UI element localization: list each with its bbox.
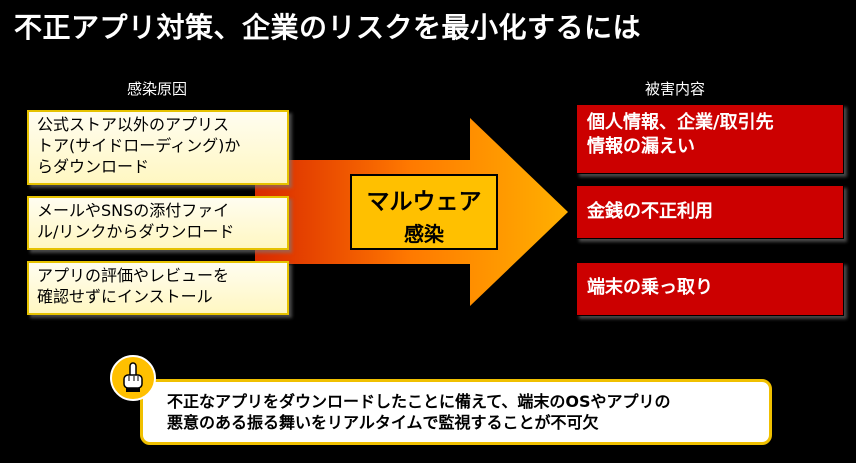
note-text: 不正なアプリをダウンロードしたことに備えて、端末のOSやアプリの [167, 392, 671, 411]
pointing-finger-glyph [123, 362, 143, 392]
damage-text: 金銭の不正利用 [587, 201, 713, 222]
damage-box-fraud: 金銭の不正利用 [576, 185, 844, 239]
page-title: 不正アプリ対策、企業のリスクを最小化するには [14, 11, 642, 44]
infection-label: 感染 [404, 222, 444, 246]
cause-text: トア(サイドローディング)か [37, 136, 241, 155]
cause-text: メールやSNSの添付ファイ [37, 201, 230, 220]
cause-text: アプリの評価やレビューを [37, 266, 230, 285]
cause-text: 公式ストア以外のアプリス [37, 115, 230, 134]
note-callout: 不正なアプリをダウンロードしたことに備えて、端末のOSやアプリの 悪意のある振る… [140, 379, 772, 445]
malware-label: マルウェア [366, 189, 482, 215]
cause-box-attachment: メールやSNSの添付ファイ ル/リンクからダウンロード [27, 196, 289, 250]
damage-box-data-leak: 個人情報、企業/取引先 情報の漏えい [576, 104, 844, 174]
malware-infection-box: マルウェア 感染 [350, 174, 498, 250]
note-text: 悪意のある振る舞いをリアルタイムで監視することが不可欠 [167, 413, 599, 432]
damage-text: 個人情報、企業/取引先 [587, 112, 774, 133]
damage-text: 端末の乗っ取り [587, 277, 713, 298]
cause-box-sideloading: 公式ストア以外のアプリス トア(サイドローディング)か らダウンロード [27, 110, 289, 185]
cause-text: ル/リンクからダウンロード [37, 222, 235, 241]
damage-text: 情報の漏えい [587, 136, 695, 157]
cause-text: らダウンロード [37, 157, 150, 176]
cause-column-header: 感染原因 [126, 80, 187, 98]
damage-box-takeover: 端末の乗っ取り [576, 262, 844, 316]
damage-column-header: 被害内容 [644, 80, 705, 98]
pointing-finger-icon [110, 355, 156, 401]
cause-box-no-review: アプリの評価やレビューを 確認せずにインストール [27, 261, 289, 315]
cause-text: 確認せずにインストール [37, 287, 213, 306]
